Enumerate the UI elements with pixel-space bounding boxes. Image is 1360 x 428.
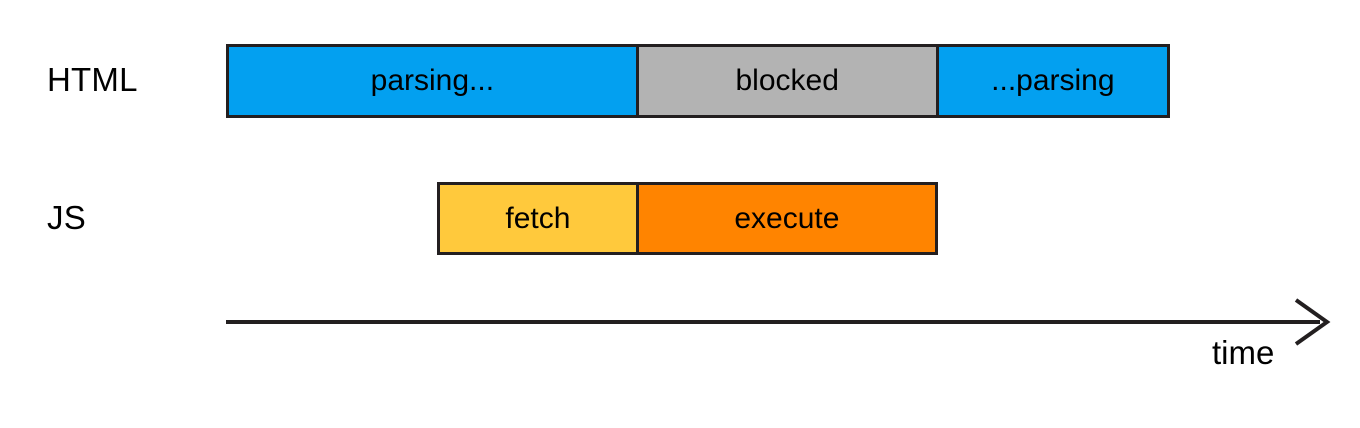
segment-html-parsing-end: ...parsing — [935, 44, 1170, 118]
segment-label: blocked — [735, 64, 839, 97]
arrow-right-icon — [226, 298, 1331, 346]
row-label-html: HTML — [47, 61, 138, 98]
segment-html-parsing-start: parsing... — [226, 44, 639, 118]
segment-label: execute — [734, 201, 840, 235]
segment-html-blocked: blocked — [635, 44, 939, 118]
segment-label: fetch — [505, 201, 571, 235]
segment-js-fetch: fetch — [437, 182, 639, 255]
segment-label: ...parsing — [991, 64, 1115, 97]
timeline-track-html: parsing... blocked ...parsing — [226, 44, 1170, 118]
timeline-track-js: fetch execute — [437, 182, 938, 255]
segment-js-execute: execute — [635, 182, 938, 255]
time-axis — [220, 296, 1340, 356]
segment-label: parsing... — [370, 64, 495, 97]
time-axis-label: time — [1212, 334, 1275, 371]
row-label-js: JS — [47, 199, 86, 236]
